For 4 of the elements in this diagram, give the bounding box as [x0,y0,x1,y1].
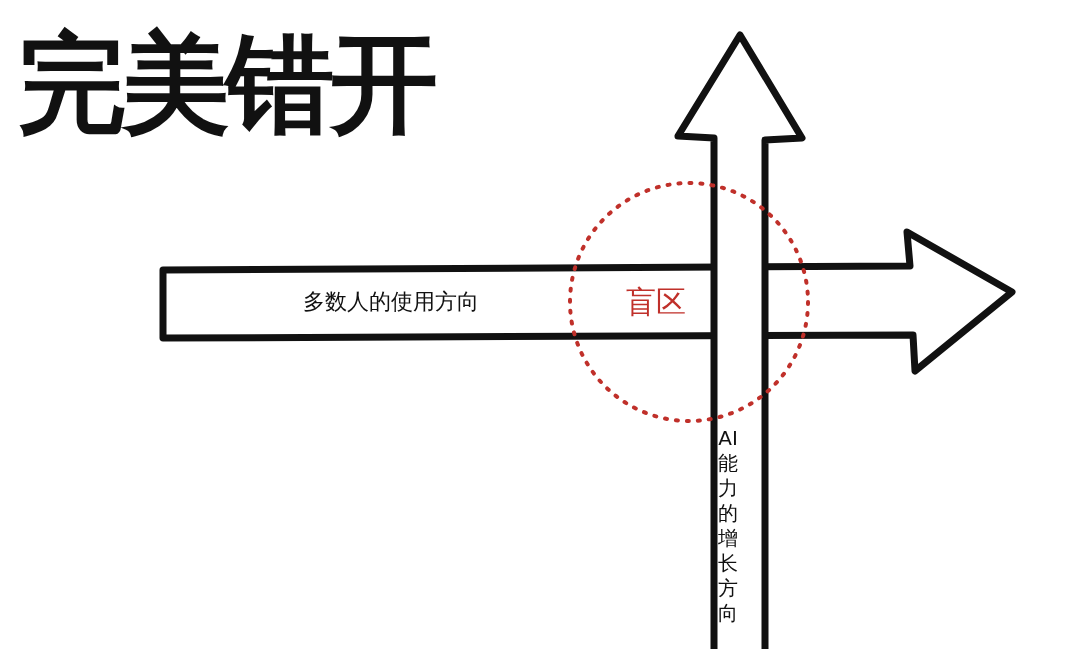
title: 完美错开 [18,19,434,148]
circle-label: 盲区 [626,284,686,320]
arrow-label: AI能力的增长方向 [717,426,739,626]
arrow-label: 多数人的使用方向 [303,288,479,316]
